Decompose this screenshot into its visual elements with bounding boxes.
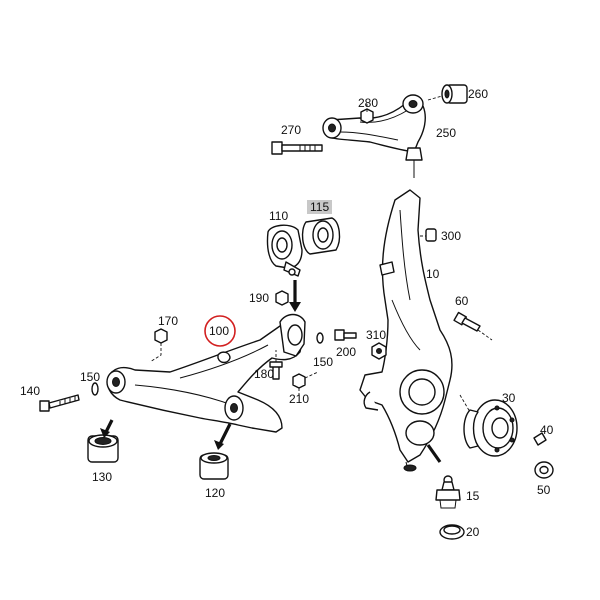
label-210: 210 [289,392,309,406]
label-120: 120 [205,486,225,500]
upper-control-arm [322,94,426,178]
nut-280 [360,104,374,124]
highlight-ring [204,315,236,347]
bushing-130 [87,419,119,463]
bolt-60 [453,311,493,341]
washer-150-left [91,382,99,396]
label-280: 280 [358,96,378,110]
bushing-260 [427,84,468,104]
bolt-140 [39,394,80,412]
label-150-right: 150 [313,355,333,369]
ball-joint-15 [435,475,461,509]
bushing-120 [199,423,232,480]
label-180: 180 [254,367,274,381]
nut-50 [534,461,554,479]
bushing-110 [266,224,303,277]
label-250: 250 [436,126,456,140]
label-270: 270 [281,123,301,137]
cap-300 [420,228,437,242]
label-20: 20 [466,525,480,539]
label-170: 170 [158,314,178,328]
nut-170 [149,328,168,363]
label-150-left: 150 [80,370,100,384]
label-190: 190 [249,291,269,305]
label-15: 15 [466,489,480,503]
label-130: 130 [92,470,112,484]
label-60: 60 [455,294,469,308]
bolt-200 [334,329,357,341]
cap-20 [439,524,465,540]
label-40: 40 [540,423,554,437]
label-300: 300 [441,229,461,243]
stud-40 [533,432,547,446]
nut-190 [275,290,289,306]
label-260: 260 [468,87,488,101]
arrow-head-110 [289,302,301,312]
lower-control-arm [106,313,306,433]
arrow-ball-joint [426,444,442,463]
bushing-115 [301,217,341,255]
label-50: 50 [537,483,551,497]
nut-310 [371,342,387,360]
label-115-box [307,200,332,214]
label-30: 30 [502,391,516,405]
steering-knuckle [359,189,453,472]
bolt-180 [269,350,283,380]
bolt-270 [271,141,323,155]
label-110: 110 [269,209,288,223]
label-115: 115 [310,200,329,214]
label-140: 140 [20,384,40,398]
label-100: 100 [209,324,229,338]
label-310: 310 [366,328,386,342]
label-200: 200 [336,345,356,359]
nut-210 [292,371,319,396]
label-10: 10 [426,267,440,281]
reference-numbers: 280 260 270 250 110 115 300 10 190 60 17… [20,87,554,539]
wheel-hub [459,394,518,457]
washer-150-right [316,332,324,344]
